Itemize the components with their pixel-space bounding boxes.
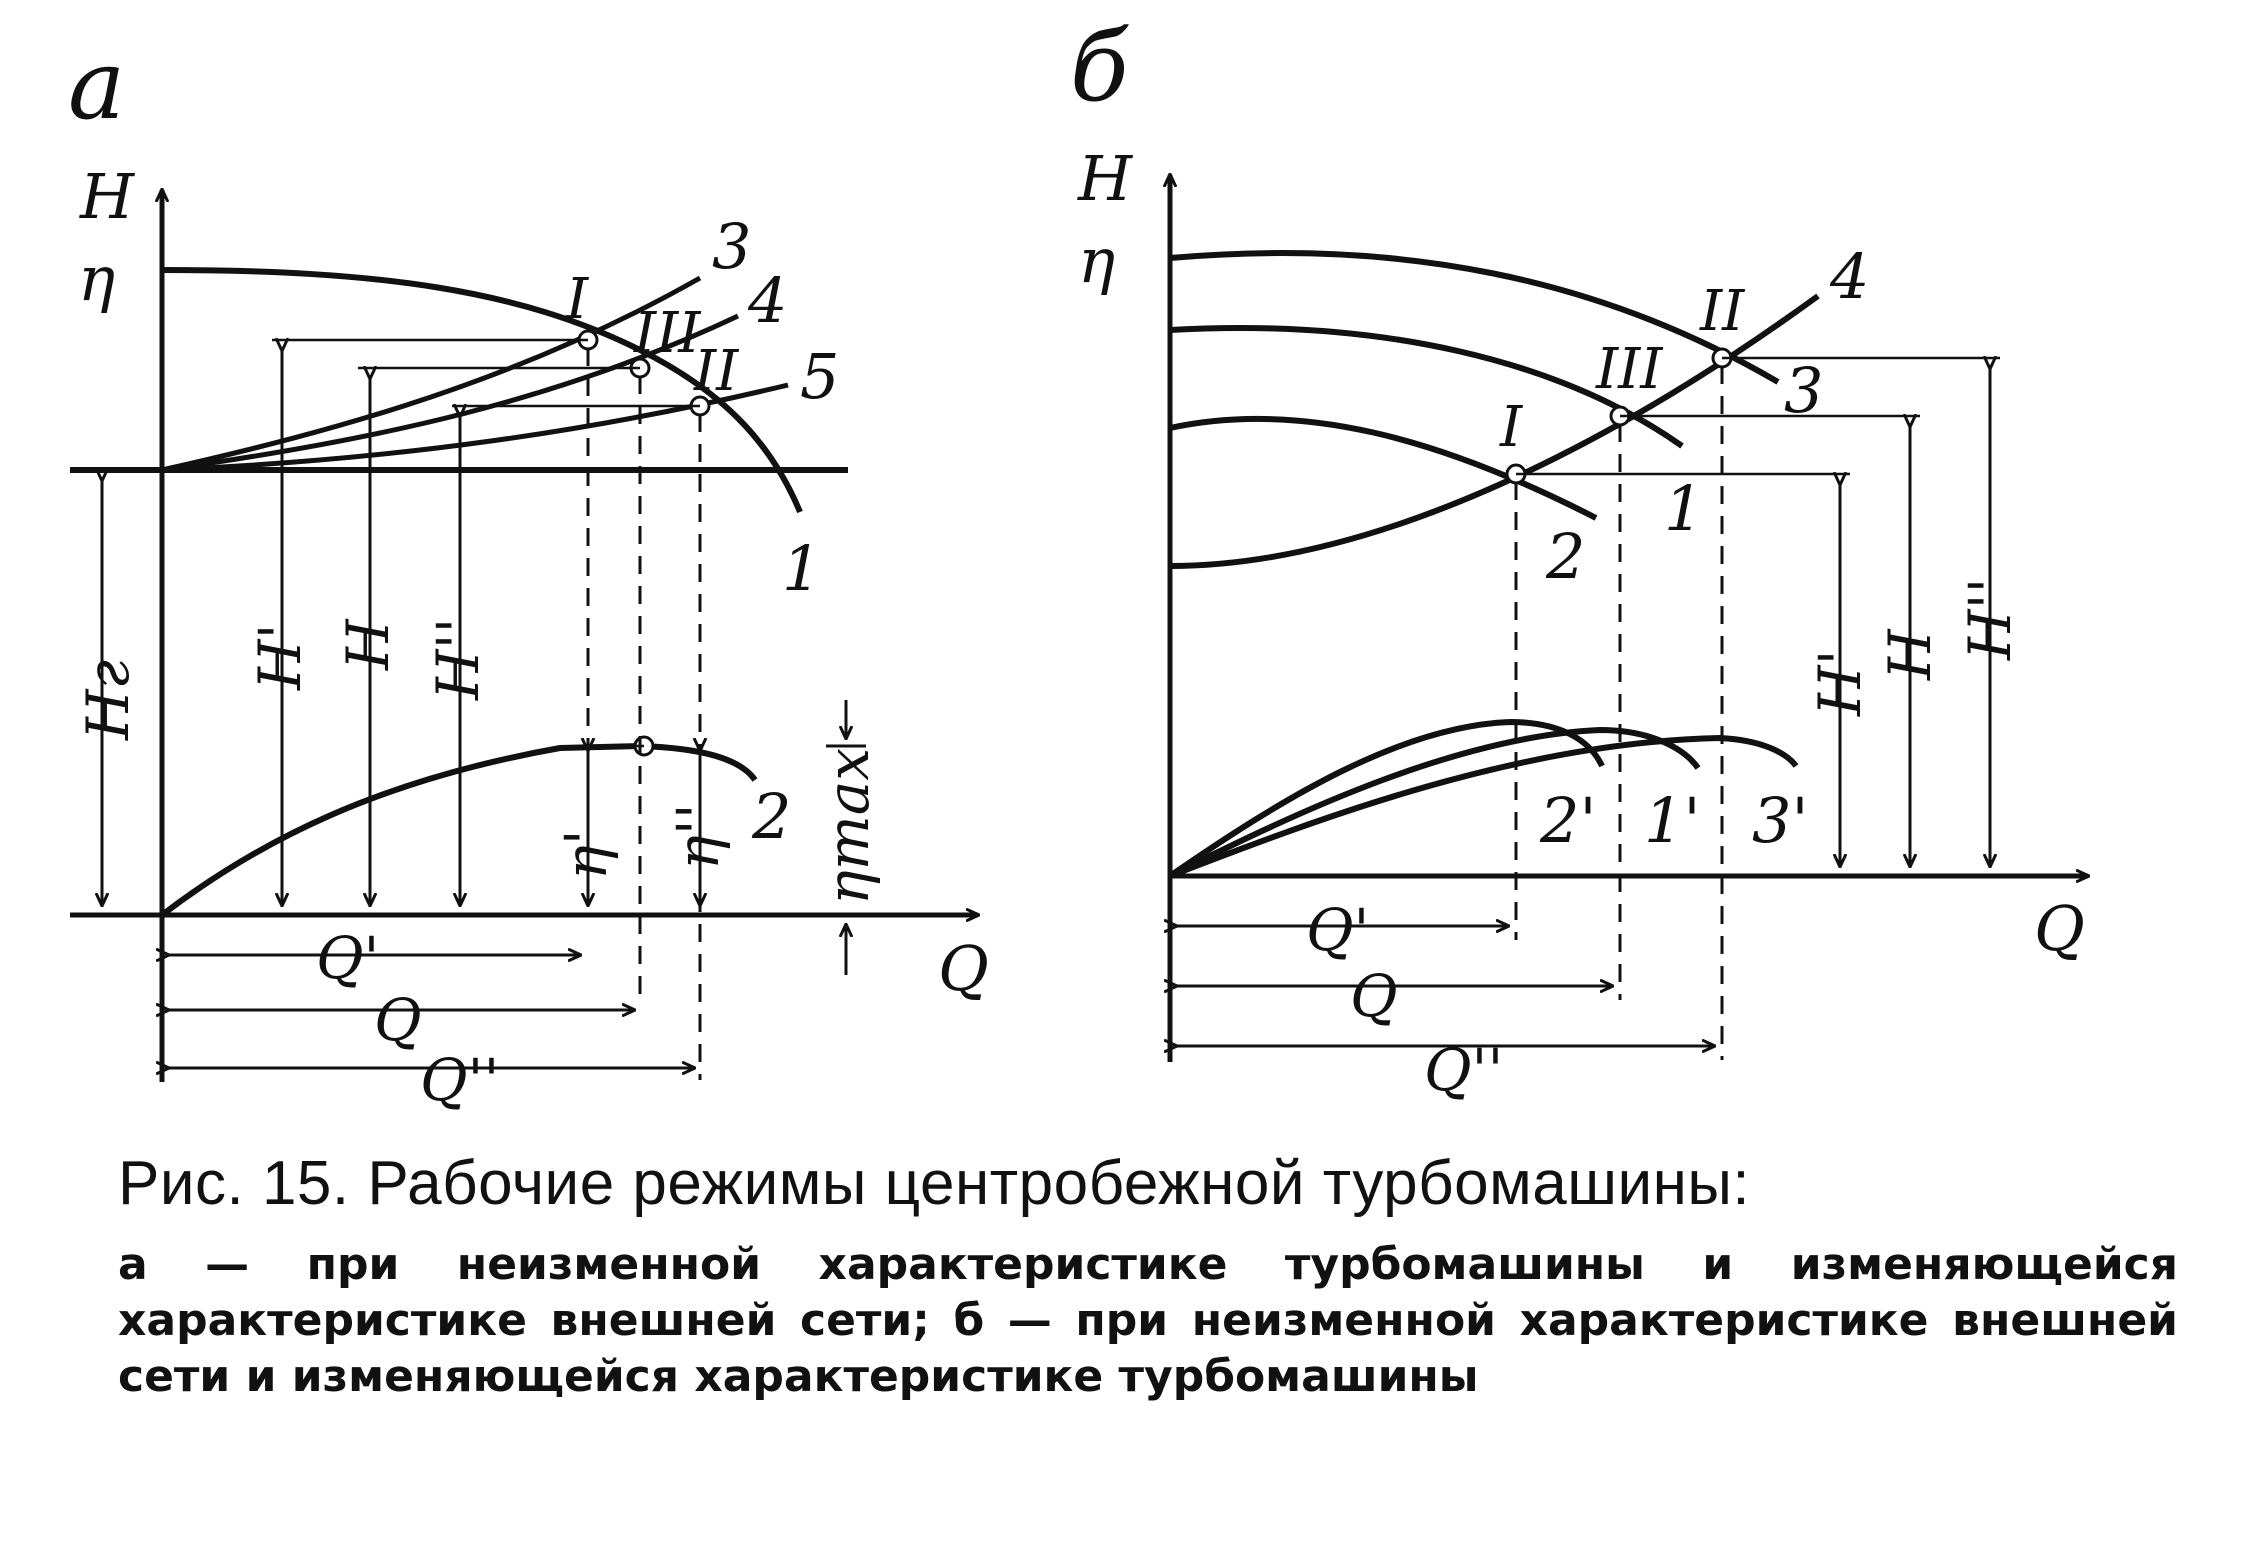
panel-b-label-Q: Q [1350, 962, 1398, 1030]
panel-a-curve-label-4: 4 [747, 264, 787, 337]
caption-title: Рис. 15. Рабочие режимы центробежной тур… [118, 1149, 1751, 1218]
panel-b-y-label-h: H [1077, 142, 1134, 215]
panel-b-label-H1: H' [1806, 649, 1874, 717]
panel-a-label-etamax: ηmax [814, 748, 882, 905]
panel-b-curve-3 [1169, 250, 1780, 385]
panel-a-y-label-eta: η [78, 242, 115, 315]
panel-b-curve-label-1: 1 [1664, 472, 1703, 545]
panel-a-label-Q1: Q' [316, 924, 380, 992]
panel-b: б H η Q 4 3 1 2 2' 1' 3' I III II [1070, 11, 2088, 1104]
panel-a-label-eta2: η'' [664, 803, 732, 870]
panel-b-letter: б [1070, 11, 1129, 123]
figure-caption: Рис. 15. Рабочие режимы центробежной тур… [118, 1148, 2178, 1405]
panel-a-x-label: Q [938, 932, 989, 1005]
panel-a-curve-label-2: 2 [751, 780, 791, 853]
panel-b-point-label-II: II [1699, 279, 1746, 344]
panel-b-label-Q1: Q' [1306, 896, 1370, 964]
panel-a: a H η Q 3 4 5 1 2 I III II [68, 29, 989, 1114]
panel-a-point-label-I: I [565, 267, 590, 332]
panel-b-x-label: Q [2034, 892, 2085, 965]
panel-b-label-H2: H'' [1956, 578, 2024, 661]
panel-a-curve-2 [160, 742, 758, 918]
panel-a-label-Hg: Hг [74, 660, 142, 741]
panel-a-y-label-h: H [79, 160, 136, 233]
panel-b-curve-label-2p: 2' [1539, 784, 1597, 857]
panel-a-label-Q2: Q'' [420, 1046, 499, 1114]
panel-b-curve-label-3p: 3' [1752, 784, 1809, 857]
panel-b-curve-3p [1168, 734, 1799, 879]
panel-b-curve-label-1p: 1' [1644, 784, 1701, 857]
panel-b-curve-2p [1168, 718, 1605, 879]
panel-a-letter: a [68, 29, 125, 141]
panel-a-label-Q: Q [374, 986, 422, 1054]
panel-b-point-label-III: III [1595, 337, 1664, 402]
panel-a-label-H1: H' [246, 623, 314, 691]
panel-b-curve-label-2: 2 [1545, 520, 1585, 593]
panel-a-label-H2: H'' [424, 618, 492, 701]
panel-b-y-label-eta: η [1078, 224, 1115, 297]
panel-b-curve-2 [1169, 415, 1598, 521]
panel-b-label-Q2: Q'' [1424, 1036, 1503, 1104]
panel-a-point-label-III: III [633, 301, 702, 366]
panel-b-label-H: H [1876, 628, 1944, 681]
panel-a-curve-3 [161, 275, 702, 473]
panel-a-point-label-II: II [693, 339, 740, 404]
panel-a-curve-label-3: 3 [712, 210, 751, 283]
panel-a-label-H: H [334, 618, 402, 671]
panel-b-point-label-I: I [1499, 395, 1524, 460]
panel-a-curve-label-5: 5 [800, 340, 839, 413]
panel-b-curve-label-4: 4 [1829, 240, 1869, 313]
panel-a-curve-label-1: 1 [782, 532, 821, 605]
caption-body: а — при неизменной характеристике турбом… [118, 1239, 2178, 1402]
panel-a-label-eta1: η' [552, 829, 620, 880]
